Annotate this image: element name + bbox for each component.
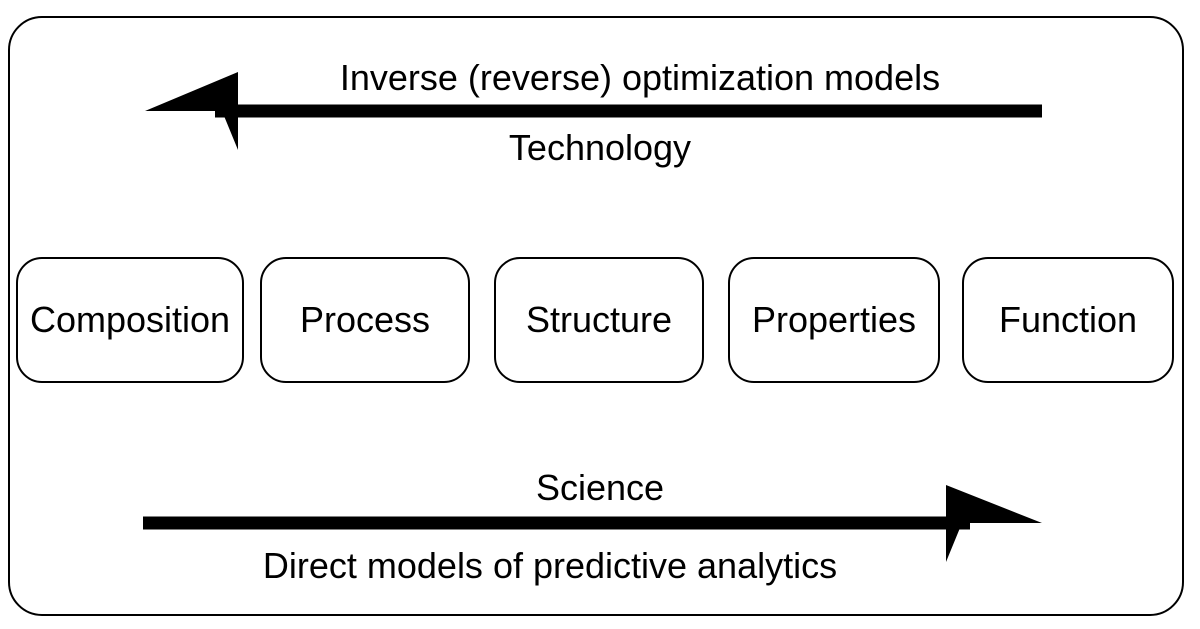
stage-label: Function — [998, 299, 1138, 340]
stage-box-structure: Structure — [494, 257, 704, 383]
stage-box-process: Process — [260, 257, 470, 383]
diagram-frame — [8, 16, 1184, 616]
direct-models-label: Direct models of predictive analytics — [262, 545, 838, 586]
stage-box-function: Function — [962, 257, 1174, 383]
stage-label: Structure — [525, 299, 673, 340]
science-label: Science — [535, 467, 665, 508]
stage-label: Process — [299, 299, 431, 340]
stage-label: Composition — [29, 299, 231, 340]
stage-box-composition: Composition — [16, 257, 244, 383]
stage-box-properties: Properties — [728, 257, 940, 383]
technology-label: Technology — [508, 127, 692, 168]
stage-label: Properties — [751, 299, 917, 340]
inverse-models-label: Inverse (reverse) optimization models — [339, 57, 941, 98]
